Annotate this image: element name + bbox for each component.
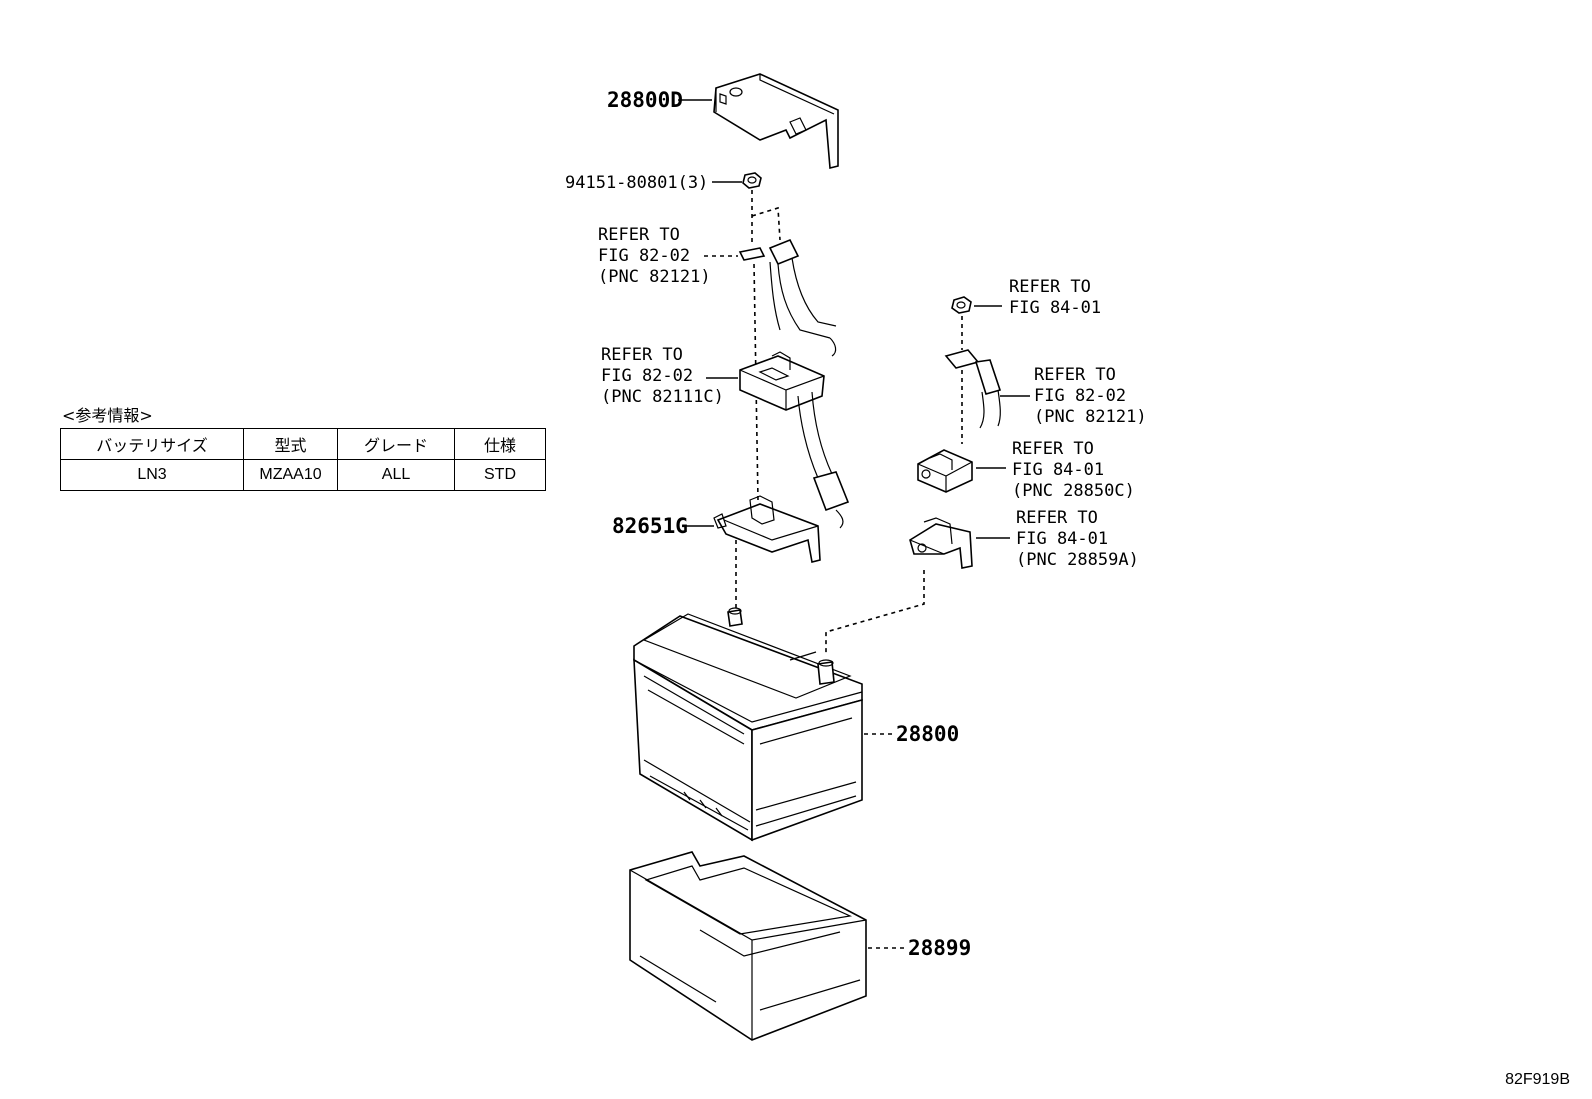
ref-label-line: FIG 82-02 (601, 366, 693, 386)
battery-cover-part[interactable] (713, 73, 839, 170)
positive-cable-part[interactable] (738, 238, 837, 357)
table-cell: ALL (337, 459, 455, 491)
part-label-28800: 28800 (896, 722, 959, 746)
ref-label-line: FIG 82-02 (1034, 386, 1126, 406)
terminal-cover-part[interactable] (713, 495, 821, 563)
battery-tray-part[interactable] (629, 851, 867, 1041)
ref-label-line: REFER TO (1016, 508, 1098, 528)
column-header: グレード (337, 428, 455, 460)
table-cell: STD (454, 459, 546, 491)
part-label-28800D: 28800D (607, 88, 683, 112)
column-header: 型式 (243, 428, 338, 460)
terminal-nut-part[interactable] (951, 296, 972, 314)
alignment-line (751, 206, 781, 241)
ref-label-line: (PNC 82121) (598, 267, 711, 287)
ref-label-line: REFER TO (601, 345, 683, 365)
part-label-28899: 28899 (908, 936, 971, 960)
table-header-row: バッテリサイズ 型式 グレード 仕様 (60, 428, 546, 460)
nut-part[interactable] (742, 172, 762, 189)
reference-title: <参考情報> (62, 406, 153, 425)
terminal-clamp-part[interactable] (917, 449, 973, 493)
illustration-code: 82F919B (1505, 1071, 1570, 1088)
ref-label-line: FIG 84-01 (1016, 529, 1108, 549)
ref-label-line: (PNC 82111C) (601, 387, 724, 407)
column-header: バッテリサイズ (60, 428, 244, 460)
ref-label-line: REFER TO (1009, 277, 1091, 297)
part-label-82651G: 82651G (612, 514, 688, 538)
ref-label-line: FIG 84-01 (1012, 460, 1104, 480)
table-cell: LN3 (60, 459, 244, 491)
ref-label-line: REFER TO (1034, 365, 1116, 385)
table-cell: MZAA10 (243, 459, 338, 491)
ref-label-line: REFER TO (1012, 439, 1094, 459)
table-row: LN3 MZAA10 ALL STD (60, 459, 546, 491)
column-header: 仕様 (454, 428, 546, 460)
fusible-link-part[interactable] (739, 351, 850, 529)
reference-table: バッテリサイズ 型式 グレード 仕様 LN3 MZAA10 ALL STD (60, 428, 546, 491)
ref-label-line: (PNC 28859A) (1016, 550, 1139, 570)
ref-label-line: (PNC 28850C) (1012, 481, 1135, 501)
ref-label-line: (PNC 82121) (1034, 407, 1147, 427)
alignment-line (825, 570, 925, 656)
ref-label-line: FIG 84-01 (1009, 298, 1101, 318)
part-label-nut: 94151-80801(3) (565, 173, 708, 193)
ref-label-line: FIG 82-02 (598, 246, 690, 266)
negative-terminal-cover-part[interactable] (909, 517, 973, 569)
battery-part[interactable] (633, 607, 863, 842)
ref-label-line: REFER TO (598, 225, 680, 245)
negative-cable-part[interactable] (944, 349, 1002, 429)
